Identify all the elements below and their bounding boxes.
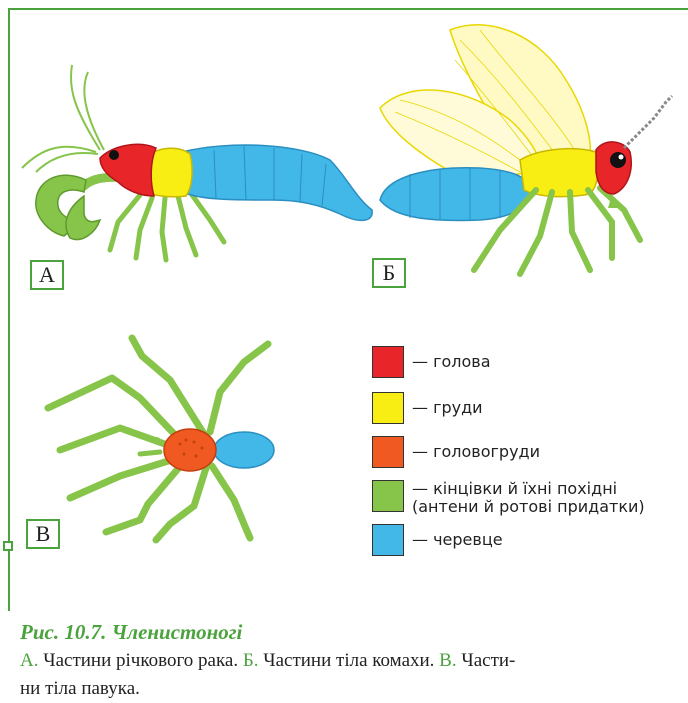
insect-head (596, 142, 631, 194)
spider-pedipalps (140, 436, 160, 454)
legend-swatch-head (372, 346, 404, 378)
caption-letter-c: В. (439, 650, 456, 671)
caption-text-c-1: Части- (457, 650, 516, 671)
crayfish-eye (109, 150, 119, 160)
crayfish-claw-bottom (66, 196, 100, 240)
legend-item-abdomen: — черевце (372, 524, 503, 556)
label-a: А (30, 260, 64, 290)
spider-illustration (48, 338, 274, 540)
legend-swatch-limbs (372, 480, 404, 512)
legend-item-limbs: — кінцівки й їхні похідні (антени й рото… (372, 480, 645, 516)
caption-text-a: Частини річкового рака. (38, 650, 242, 671)
insect-antenna (624, 96, 672, 148)
legend-label-head: — голова (412, 353, 491, 371)
caption-letter-a: А. (20, 650, 38, 671)
legend-swatch-cephalothorax (372, 436, 404, 468)
legend-item-head: — голова (372, 346, 491, 378)
crayfish-illustration (22, 65, 372, 260)
crayfish-legs (110, 192, 224, 260)
spider-cephalothorax (164, 429, 216, 471)
figure-caption: Рис. 10.7. Членистоногі А. Частини річко… (20, 620, 680, 703)
caption-letter-b: Б. (243, 650, 259, 671)
label-b: Б (372, 258, 406, 288)
spider-abdomen (214, 432, 274, 468)
legend-swatch-thorax (372, 392, 404, 424)
caption-text-c-2: ни тіла павука. (20, 678, 140, 699)
insect-illustration (380, 25, 672, 274)
caption-body: А. Частини річкового рака. Б. Частини ті… (20, 647, 680, 703)
legend-label-limbs-note: (антени й ротові придатки) (412, 498, 645, 516)
crayfish-abdomen (182, 145, 372, 220)
crayfish-head (100, 144, 156, 196)
insect-eye (610, 152, 626, 168)
legend-swatch-abdomen (372, 524, 404, 556)
label-c: В (26, 519, 60, 549)
legend-item-thorax: — груди (372, 392, 483, 424)
insect-abdomen (380, 168, 532, 221)
crayfish-antennae (22, 65, 104, 172)
legend-label-thorax: — груди (412, 399, 483, 417)
caption-text-b: Частини тіла комахи. (259, 650, 440, 671)
legend-label-limbs: — кінцівки й їхні похідні (412, 480, 645, 498)
legend-label-abdomen: — черевце (412, 531, 503, 549)
caption-title: Рис. 10.7. Членистоногі (20, 620, 680, 645)
legend-label-cephalothorax: — головогруди (412, 443, 540, 461)
legend-item-cephalothorax: — головогруди (372, 436, 540, 468)
